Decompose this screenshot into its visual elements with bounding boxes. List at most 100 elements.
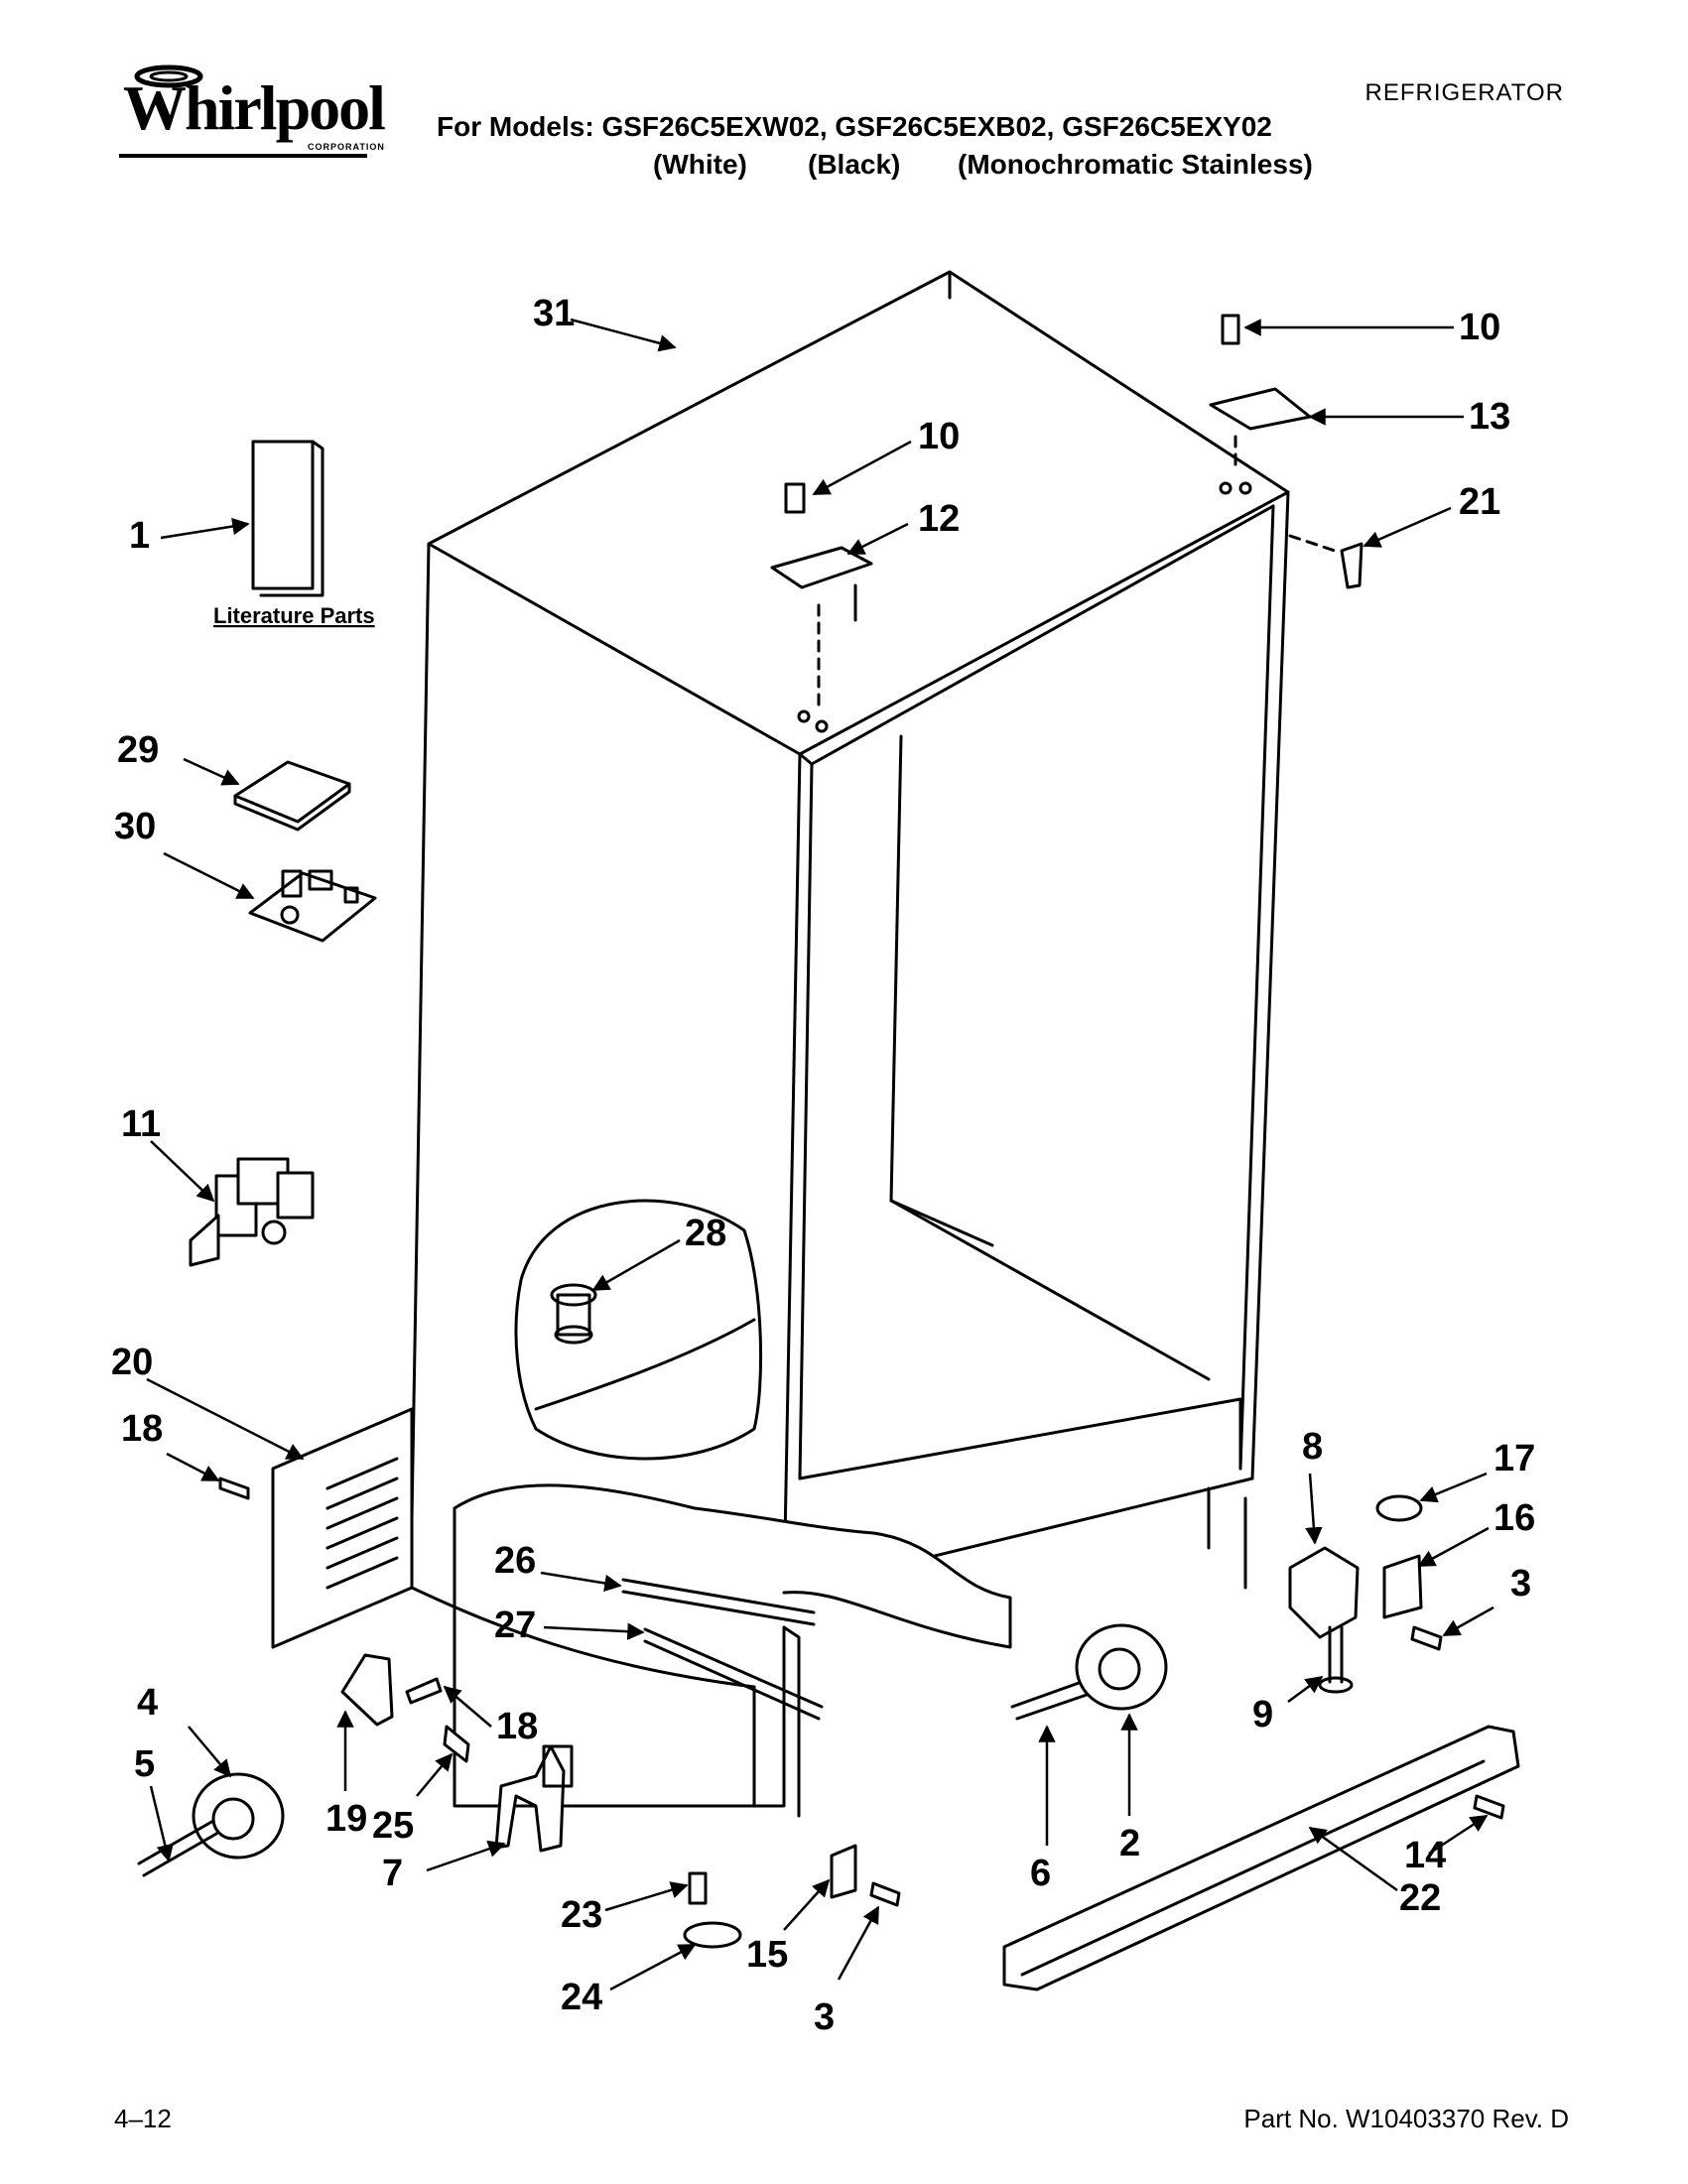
callout-10-left: 10 — [918, 416, 960, 457]
callout-4: 4 — [137, 1682, 158, 1724]
hinge-bushing-17 — [1375, 1494, 1423, 1522]
leveling-foot-24 — [683, 1921, 742, 1949]
assembly-line-21 — [1288, 534, 1337, 553]
variant-white: (White) — [653, 149, 747, 180]
arrow-23 — [604, 1881, 689, 1912]
back-access-panel — [271, 1407, 414, 1649]
arrow-18-mid — [443, 1685, 492, 1728]
arrow-1 — [160, 517, 250, 540]
callout-9: 9 — [1252, 1694, 1273, 1735]
arrow-7 — [426, 1840, 506, 1872]
callout-10-right: 10 — [1459, 307, 1500, 348]
arrow-18-left — [166, 1452, 220, 1482]
callout-24: 24 — [561, 1977, 602, 2018]
drain-trap — [494, 1744, 574, 1853]
screw-14 — [1473, 1794, 1505, 1820]
callout-20: 20 — [111, 1342, 153, 1383]
arrow-15 — [783, 1878, 831, 1931]
screw-3-right — [1410, 1625, 1443, 1651]
callout-19: 19 — [325, 1798, 367, 1840]
callout-25: 25 — [372, 1805, 414, 1847]
cabinet-shell — [410, 270, 1290, 1818]
screw-18-left — [218, 1477, 250, 1500]
top-hinge-13 — [1209, 387, 1312, 431]
callout-23: 23 — [561, 1894, 602, 1936]
axle-pin-6 — [1010, 1680, 1089, 1721]
arrow-22 — [1308, 1826, 1398, 1892]
arrow-31 — [570, 318, 677, 352]
callout-22: 22 — [1399, 1877, 1441, 1919]
callout-27: 27 — [494, 1605, 536, 1646]
leveling-screw-23 — [688, 1871, 708, 1905]
callout-14: 14 — [1404, 1835, 1446, 1876]
control-board — [248, 869, 377, 943]
mount-hole — [797, 709, 811, 723]
arrow-3-right — [1442, 1606, 1494, 1637]
callout-7: 7 — [382, 1853, 403, 1894]
callout-31: 31 — [533, 293, 575, 334]
variant-stainless: (Monochromatic Stainless) — [958, 149, 1313, 180]
callout-8: 8 — [1302, 1426, 1323, 1468]
drain-grommet — [550, 1283, 597, 1345]
callout-6: 6 — [1030, 1853, 1051, 1894]
arrow-26 — [540, 1571, 622, 1593]
models-line: For Models: GSF26C5EXW02, GSF26C5EXB02, … — [437, 111, 1272, 142]
callout-30: 30 — [114, 806, 156, 847]
variant-black: (Black) — [808, 149, 901, 180]
arrow-20 — [146, 1377, 305, 1461]
roller-wheel-left — [137, 1772, 285, 1877]
brand-corporation: CORPORATION — [308, 142, 385, 152]
callout-28: 28 — [685, 1213, 726, 1254]
mount-hole — [815, 719, 829, 733]
arrow-12 — [846, 522, 909, 556]
arrow-24 — [609, 1943, 697, 1991]
arrow-10-left — [812, 440, 912, 496]
callout-3-bottom: 3 — [814, 1996, 835, 2038]
arrow-27 — [543, 1622, 645, 1640]
arrow-29 — [183, 757, 240, 786]
callout-3-right: 3 — [1510, 1563, 1531, 1605]
callout-18-mid: 18 — [496, 1706, 538, 1747]
bracket-15 — [830, 1844, 857, 1899]
callout-13: 13 — [1469, 396, 1510, 438]
literature-parts-booklet — [251, 440, 325, 597]
arrow-3-bottom — [837, 1905, 880, 1981]
arrow-25 — [416, 1752, 454, 1797]
water-valve — [189, 1157, 315, 1267]
page-number: 4–12 — [114, 2104, 172, 2133]
callout-2: 2 — [1119, 1823, 1140, 1864]
callout-5: 5 — [134, 1743, 155, 1785]
clip-21 — [1340, 542, 1363, 589]
control-board-cover — [233, 760, 351, 832]
lower-hinge-8 — [1288, 1546, 1360, 1639]
literature-parts-label: Literature Parts — [213, 603, 375, 628]
arrow-11 — [150, 1140, 215, 1203]
screw-3-bottom — [869, 1881, 901, 1907]
mount-hole — [1238, 481, 1252, 495]
roller-wheel-right — [1075, 1623, 1168, 1711]
product-category: REFRIGERATOR — [1364, 79, 1564, 106]
arrow-4 — [188, 1726, 232, 1778]
drain-bracket — [340, 1653, 394, 1727]
callout-18-left: 18 — [121, 1408, 163, 1450]
callout-29: 29 — [117, 729, 159, 771]
logo-swirl-icon — [119, 64, 367, 158]
hinge-screw-10-right — [1221, 314, 1240, 345]
drain-tube-27 — [643, 1627, 824, 1721]
arrow-5 — [149, 1785, 174, 1863]
whirlpool-logo: Whirlpool CORPORATION — [109, 55, 387, 164]
callout-15: 15 — [746, 1934, 788, 1976]
arrow-30 — [163, 851, 255, 900]
arrow-9 — [1287, 1675, 1324, 1704]
toe-grille — [1002, 1725, 1520, 1991]
screw-25 — [443, 1725, 470, 1763]
callout-21: 21 — [1459, 481, 1500, 523]
arrow-28 — [591, 1238, 681, 1292]
hinge-screw-10-left — [784, 482, 806, 514]
top-hinge-12 — [770, 546, 873, 622]
hinge-bracket-16 — [1382, 1554, 1423, 1619]
brand-name: Whirlpool — [123, 72, 386, 143]
drain-tube-26 — [621, 1578, 816, 1626]
callout-11: 11 — [121, 1103, 161, 1145]
